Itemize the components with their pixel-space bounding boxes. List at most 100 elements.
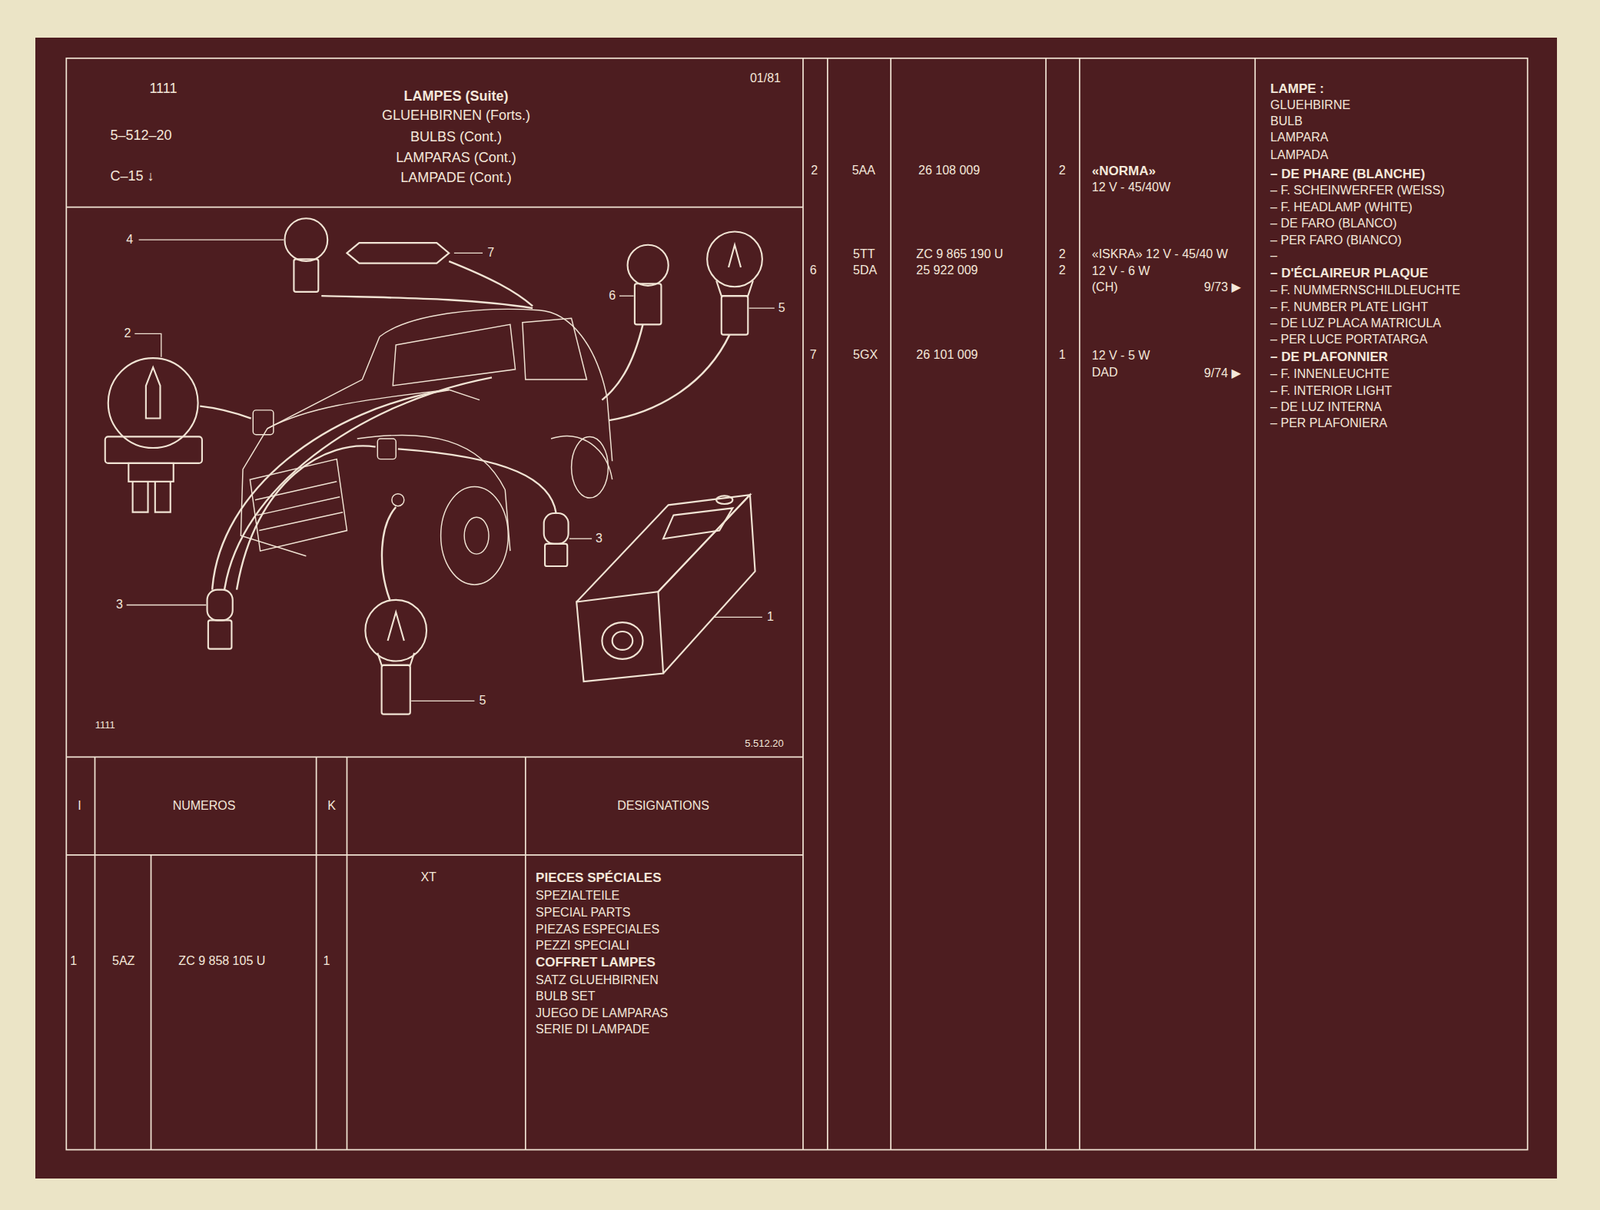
bulb-drawing xyxy=(128,463,173,482)
designation-text: – PER PLAFONIERA xyxy=(1270,416,1388,431)
table-rule xyxy=(66,206,804,209)
bulb-drawing xyxy=(381,665,411,715)
callout-leader xyxy=(619,295,635,297)
designation-text: – F. HEADLAMP (WHITE) xyxy=(1270,200,1413,215)
designation-text: COFFRET LAMPES xyxy=(535,956,656,971)
header-text: BULBS (Cont.) xyxy=(410,129,502,146)
callout-leader xyxy=(569,538,592,540)
callout-number: 3 xyxy=(116,598,123,613)
bulb-drawing xyxy=(728,245,741,268)
table-cell: 2 xyxy=(1058,163,1066,178)
table-rule xyxy=(66,756,804,758)
designation-text: GLUEHBIRNE xyxy=(1270,98,1351,113)
designation-text: LAMPE : xyxy=(1270,81,1325,97)
column-heading: DESIGNATIONS xyxy=(617,799,710,814)
header-text: LAMPADE (Cont.) xyxy=(400,170,512,186)
leader-line xyxy=(236,445,376,590)
car-outline xyxy=(522,318,588,380)
designation-text: – F. NUMMERNSCHILDLEUCHTE xyxy=(1270,284,1461,299)
designation-text: – DE LUZ PLACA MATRICULA xyxy=(1270,316,1441,331)
table-rule xyxy=(94,756,97,1150)
designation-text: – DE LUZ INTERNA xyxy=(1270,400,1382,415)
callout-leader xyxy=(126,604,207,606)
designation-text: – PER LUCE PORTATARGA xyxy=(1270,332,1428,347)
page-title: LAMPES (Suite) xyxy=(404,89,509,105)
designation-text: PIEZAS ESPECIALES xyxy=(535,922,660,937)
car-outline xyxy=(464,517,489,555)
car-outline xyxy=(240,308,612,585)
figure-reference: 1111 xyxy=(95,720,116,731)
table-cell: 7 xyxy=(809,348,817,362)
designation-text: – DE PLAFONNIER xyxy=(1270,349,1388,365)
bulb-set-box xyxy=(576,494,755,682)
table-rule xyxy=(1045,58,1047,1151)
table-cell: 12 V - 45/40W xyxy=(1092,181,1171,196)
callout-number: 6 xyxy=(608,288,616,303)
designation-text: LAMPARA xyxy=(1270,130,1328,145)
bulb-drawing xyxy=(207,590,233,621)
callout-leader xyxy=(411,700,475,702)
bulb-set-box xyxy=(663,507,733,539)
leader-line xyxy=(321,295,533,309)
designation-text: – PER FARO (BIANCO) xyxy=(1270,234,1402,249)
table-cell: ZC 9 858 105 U xyxy=(178,954,266,969)
bulb-set-box xyxy=(657,494,755,674)
bulb-set-box xyxy=(601,622,643,660)
bulb-drawing xyxy=(377,653,415,666)
designation-text: – D'ÉCLAIREUR PLAQUE xyxy=(1270,266,1428,282)
car-outline xyxy=(571,436,609,498)
designation-text: – xyxy=(1270,248,1278,263)
bulb-drawing xyxy=(721,295,749,335)
bulb-drawing xyxy=(146,367,161,419)
bulb-drawing xyxy=(208,620,233,649)
table-cell: «NORMA» xyxy=(1092,164,1156,180)
callout-leader xyxy=(749,307,775,309)
table-cell: 26 101 009 xyxy=(916,348,978,362)
designation-text: – DE PHARE (BLANCHE) xyxy=(1270,167,1425,183)
table-cell: 26 108 009 xyxy=(918,163,980,178)
table-cell: 12 V - 5 W xyxy=(1092,349,1151,364)
car-outline xyxy=(377,438,396,460)
designation-text: LAMPADA xyxy=(1270,148,1328,163)
designation-text: PEZZI SPECIALI xyxy=(535,939,630,953)
table-cell: 5AA xyxy=(852,163,876,178)
table-rule xyxy=(346,756,349,1150)
bulb-set-box xyxy=(576,591,664,682)
bulb-drawing xyxy=(544,513,569,545)
header-text: LAMPARAS (Cont.) xyxy=(395,150,517,166)
designation-text: SATZ GLUEHBIRNEN xyxy=(535,973,659,988)
table-cell: 1 xyxy=(322,954,330,969)
bulb-drawing xyxy=(716,280,754,296)
callout-number: 2 xyxy=(124,326,132,341)
leader-lines xyxy=(199,261,730,601)
bulb-set-box xyxy=(716,495,733,505)
callout-leader xyxy=(454,252,483,254)
figure-reference: 5.512.20 xyxy=(744,738,784,750)
bulb-drawing xyxy=(544,544,568,567)
table-cell: 1 xyxy=(69,954,77,969)
leader-line xyxy=(199,406,251,419)
table-cell: ZC 9 865 190 U xyxy=(916,247,1003,262)
table-rule xyxy=(826,58,829,1151)
table-cell: 5AZ xyxy=(112,954,135,969)
designation-text: – F. NUMBER PLATE LIGHT xyxy=(1270,300,1428,315)
car-outline xyxy=(392,324,515,386)
designation-text: – DE FARO (BLANCO) xyxy=(1270,216,1397,231)
callout-leader xyxy=(713,617,762,618)
callout-number: 5 xyxy=(479,693,487,708)
leader-line xyxy=(448,261,533,306)
header-text: 5–512–20 xyxy=(109,128,172,144)
table-rule xyxy=(315,756,318,1150)
bulb-drawing xyxy=(365,600,427,662)
car-outline xyxy=(379,308,613,462)
designation-text: – F. INTERIOR LIGHT xyxy=(1270,384,1392,399)
table-cell: 1 xyxy=(1058,348,1066,362)
designation-text: JUEGO DE LAMPARAS xyxy=(535,1006,668,1021)
bulb-drawing xyxy=(707,232,763,288)
table-cell: 6 xyxy=(809,263,817,278)
bulb-drawing xyxy=(627,245,669,286)
callout-leader xyxy=(139,239,285,240)
table-cell: 2 xyxy=(810,163,818,178)
